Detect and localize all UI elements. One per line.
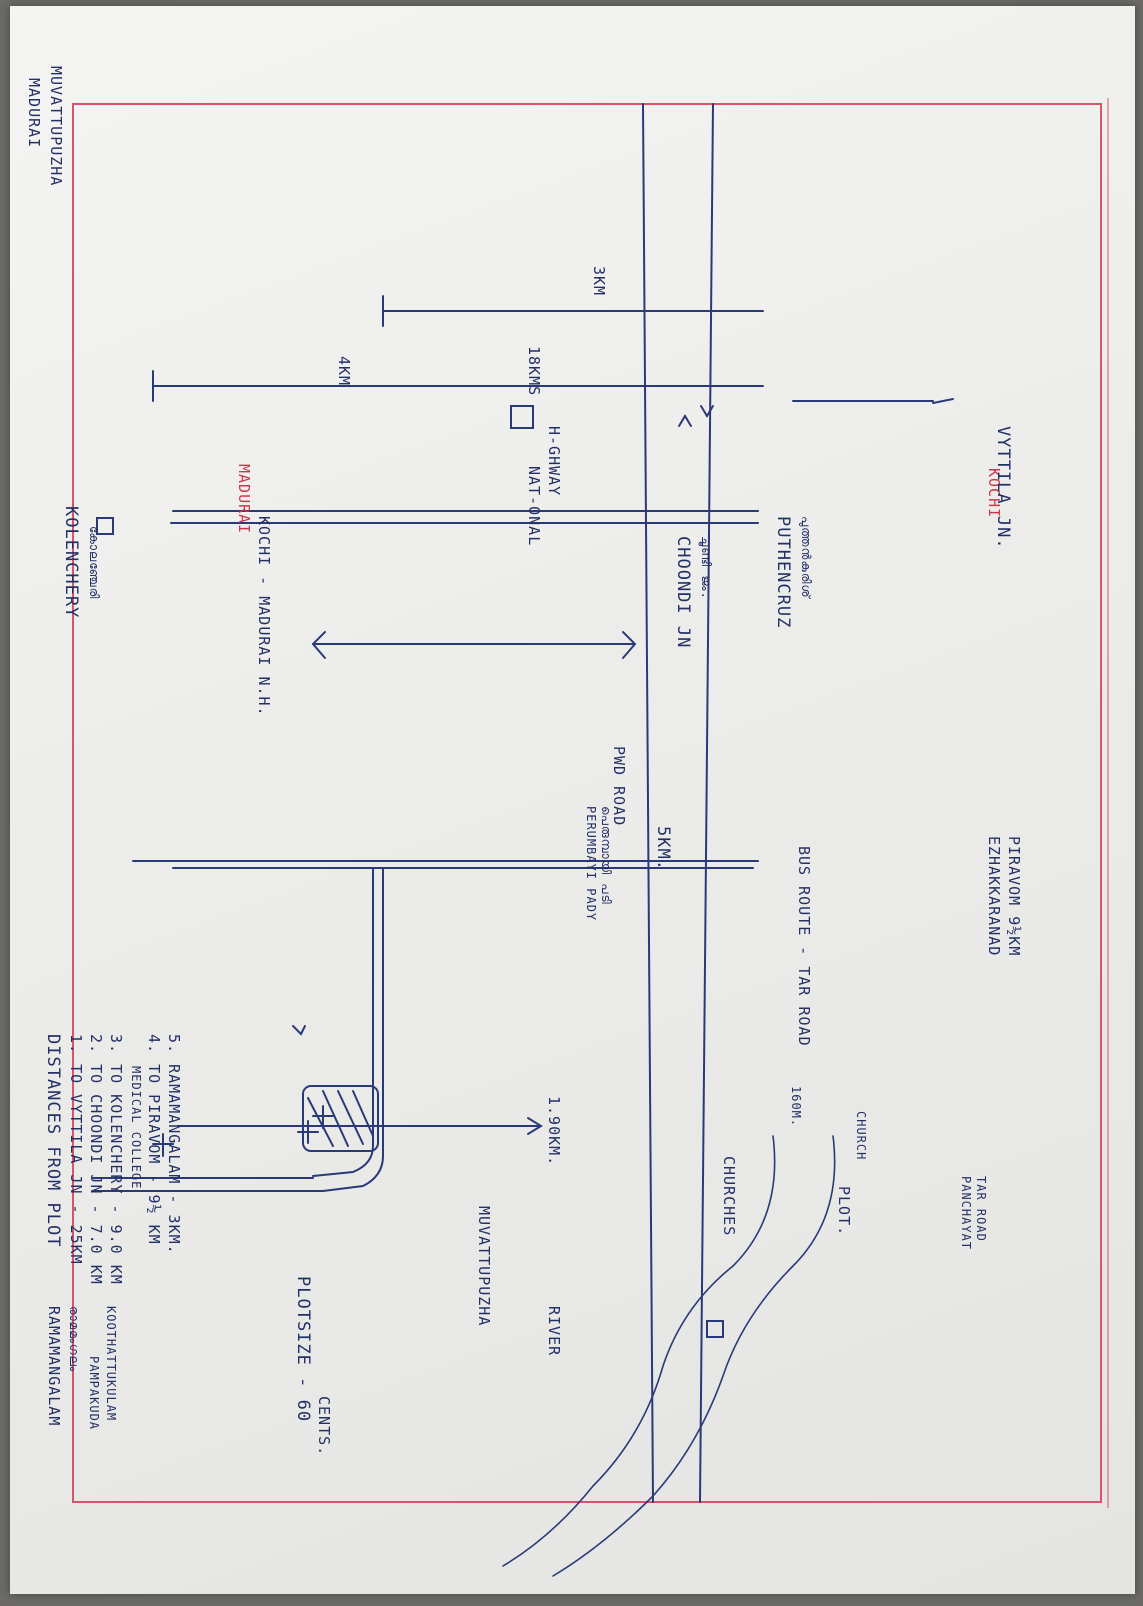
legend-item-2: 2. TO CHOONDI JN - 7.0 KM [87, 1034, 105, 1285]
distance-lines [152, 295, 954, 1135]
distance-18kms: 18KMS [525, 346, 543, 397]
label-muvattupuzha: MUVATTUPUZHA [47, 66, 65, 187]
distance-4km: 4KM [335, 356, 353, 387]
plot-outline [302, 1085, 379, 1152]
distance-160m: 160M. [789, 1086, 803, 1128]
label-ezhakkaranad: EZHAKKARANAD [985, 836, 1003, 957]
label-perumbayi-ml: പെരുമ്പായി പടി [599, 806, 613, 905]
ramamangalam-marker [706, 1320, 724, 1338]
pwd-road [170, 510, 759, 524]
label-kolenchery: KOLENCHERY [61, 506, 81, 619]
label-churches: CHURCHES [720, 1156, 738, 1237]
label-puthencruz: PUTHENCRUZ [773, 516, 793, 629]
label-cents: CENTS. [315, 1396, 333, 1457]
label-puthencruz-ml: പുത്തൻകുരിശ് [799, 516, 813, 599]
river-outline [502, 1135, 836, 1577]
label-plot-size: PLOTSIZE - 60 [293, 1276, 313, 1423]
label-pampakuda: PAMPAKUDA [87, 1356, 101, 1431]
label-church: CHURCH [854, 1111, 868, 1161]
drawing-sheet: DISTANCES FROM PLOT 1. TO VYTTILA JN - 2… [10, 6, 1143, 1606]
route-map-drawing [72, 98, 1109, 1577]
label-madurai-red: MADURAI [235, 464, 253, 535]
puthencruz-marker [510, 405, 534, 429]
label-piravom: PIRAVOM 9½KM [1005, 836, 1023, 957]
kolenchery-marker [96, 517, 114, 535]
label-kolenchery-ml: കോലഞ്ചേരി [87, 526, 101, 600]
label-madurai-top: MADURAI [25, 78, 43, 149]
label-choondi-ml: ചൂണ്ടി ജം. [699, 536, 713, 600]
label-choondi: CHOONDI JN [673, 536, 693, 649]
label-perumbayi: PERUMBAYI PADY [584, 806, 598, 922]
legend-item-1: 1. TO VYTTILA JN - 25KM [67, 1034, 85, 1265]
legend-item-5: 5. RAMAMANGALAM - 3KM. [165, 1034, 183, 1255]
panchayat-road [92, 867, 384, 1192]
label-bus-route: BUS ROUTE - TAR ROAD [795, 846, 813, 1047]
legend-title: DISTANCES FROM PLOT [43, 1034, 63, 1248]
legend-item-4: 4. TO PIRAVOM - 9½ KM [145, 1034, 163, 1245]
bus-route-road [132, 860, 759, 1036]
label-vyttila: VYTTILA JN. [993, 426, 1013, 550]
label-panchayat: PANCHAYAT [959, 1176, 973, 1251]
label-tar-road: TAR ROAD [974, 1176, 988, 1242]
label-ramamangalam-ml: രാമമംഗലം [67, 1306, 81, 1372]
church-symbols [152, 1105, 334, 1157]
label-national: NAT-ONAL [525, 466, 543, 547]
distance-5km: 5KM. [653, 826, 673, 871]
label-ramamangalam: RAMAMANGALAM [45, 1306, 63, 1427]
red-border [72, 98, 1109, 1508]
paper-sheet: DISTANCES FROM PLOT 1. TO VYTTILA JN - 2… [10, 6, 1135, 1594]
legend-item-medical: MEDICAL COLLEGE [129, 1066, 143, 1190]
label-plot: PLOT. [835, 1186, 853, 1237]
legend-item-3: 3. TO KOLENCHERY - 9.0 KM [107, 1034, 125, 1285]
label-highway: H-GHWAY [545, 426, 563, 497]
distance-190km: 1.90KM. [545, 1096, 563, 1167]
distance-3km: 3KM [590, 266, 608, 297]
label-river: RIVER [545, 1306, 563, 1357]
national-highway [642, 103, 714, 1503]
label-koothattukulam: KOOTHATTUKULAM [104, 1306, 118, 1422]
label-kochi-madurai-nh: KOCHI - MADURAI N.H. [255, 516, 273, 717]
label-river-name: MUVATTUPUZHA [475, 1206, 493, 1327]
